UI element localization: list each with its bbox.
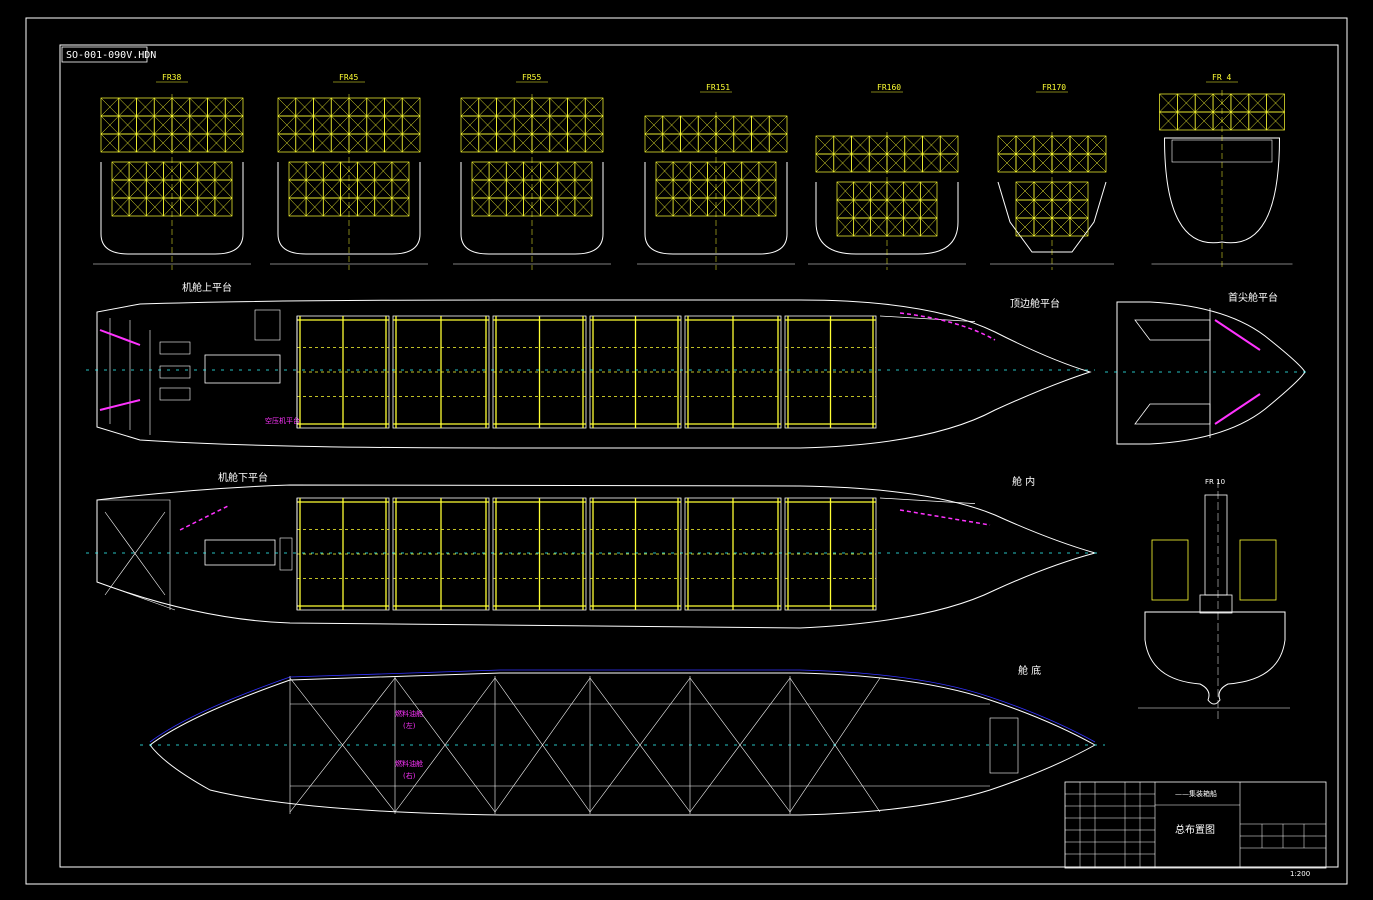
section-fr170: FR170 (990, 83, 1114, 270)
fr10-section: FR 10 (1138, 478, 1290, 720)
drawing-code-box (61, 46, 148, 63)
fuel-tank-stbd-sub: (右) (403, 771, 416, 780)
outer-border (25, 17, 1348, 885)
hold-title: 舱 内 (1012, 475, 1035, 488)
section-label: FR170 (1042, 83, 1066, 92)
fr10-title: FR 10 (1205, 478, 1225, 486)
bottom-title: 舱 底 (1018, 664, 1041, 677)
bottom-hull-outline (149, 672, 1097, 816)
upper-hull-outline (96, 299, 1092, 449)
lower-platform-title: 机舱下平台 (218, 471, 268, 484)
title-block: ——集装箱船 总布置图 1:200 (1064, 781, 1327, 878)
inner-border (59, 44, 1339, 868)
section-label: FR38 (162, 73, 181, 82)
engine-block-lower (204, 539, 276, 566)
fuel-tank-stbd-label: 燃料油舱 (395, 759, 423, 768)
section-fr45: FR45 (270, 73, 428, 270)
lower-hold-grid (296, 497, 976, 611)
bottom-plan: 舱 底 燃料油舱 (左) 燃料油舱 (右) (140, 664, 1105, 816)
section-label: FR55 (522, 73, 541, 82)
title-subtitle: ——集装箱船 (1175, 789, 1217, 798)
fr10-hull (1144, 611, 1286, 705)
section-fr151: FR151 (637, 83, 795, 270)
fore-peak-plan: 顶边舱平台 首尖舱平台 (1010, 291, 1310, 445)
fuel-tank-port-label: 燃料油舱 (395, 709, 423, 718)
bottom-tank-cross (289, 676, 1019, 814)
section-fr55: FR55 (453, 73, 611, 270)
upper-platform-title: 机舱上平台 (182, 281, 232, 294)
section-label: FR45 (339, 73, 358, 82)
drawing-code: SO-001-090V.HDN (66, 50, 156, 61)
section-fr38: FR38 (93, 73, 251, 270)
scale-note: 1:200 (1290, 870, 1310, 878)
upper-platform-plan: 机舱上平台 空压机平台 (86, 281, 1095, 449)
section-label: FR160 (877, 83, 901, 92)
section-fr4: FR 4 (1151, 73, 1293, 270)
fuel-tank-port-sub: (左) (403, 721, 416, 730)
air-compressor-label: 空压机平台 (265, 416, 300, 425)
drawing-name: 总布置图 (1175, 823, 1215, 836)
section-label: FR151 (706, 83, 730, 92)
section-label: FR 4 (1212, 73, 1231, 82)
engine-block-upper (204, 354, 281, 384)
fore-peak-title: 首尖舱平台 (1228, 291, 1278, 304)
upper-hold-grid (296, 315, 976, 429)
section-fr160: FR160 (808, 83, 966, 270)
fore-peak-outline (1116, 301, 1306, 445)
funnel (1204, 494, 1228, 596)
topside-deck-title: 顶边舱平台 (1010, 297, 1060, 310)
lower-platform-plan: 机舱下平台 舱 内 (86, 471, 1100, 629)
